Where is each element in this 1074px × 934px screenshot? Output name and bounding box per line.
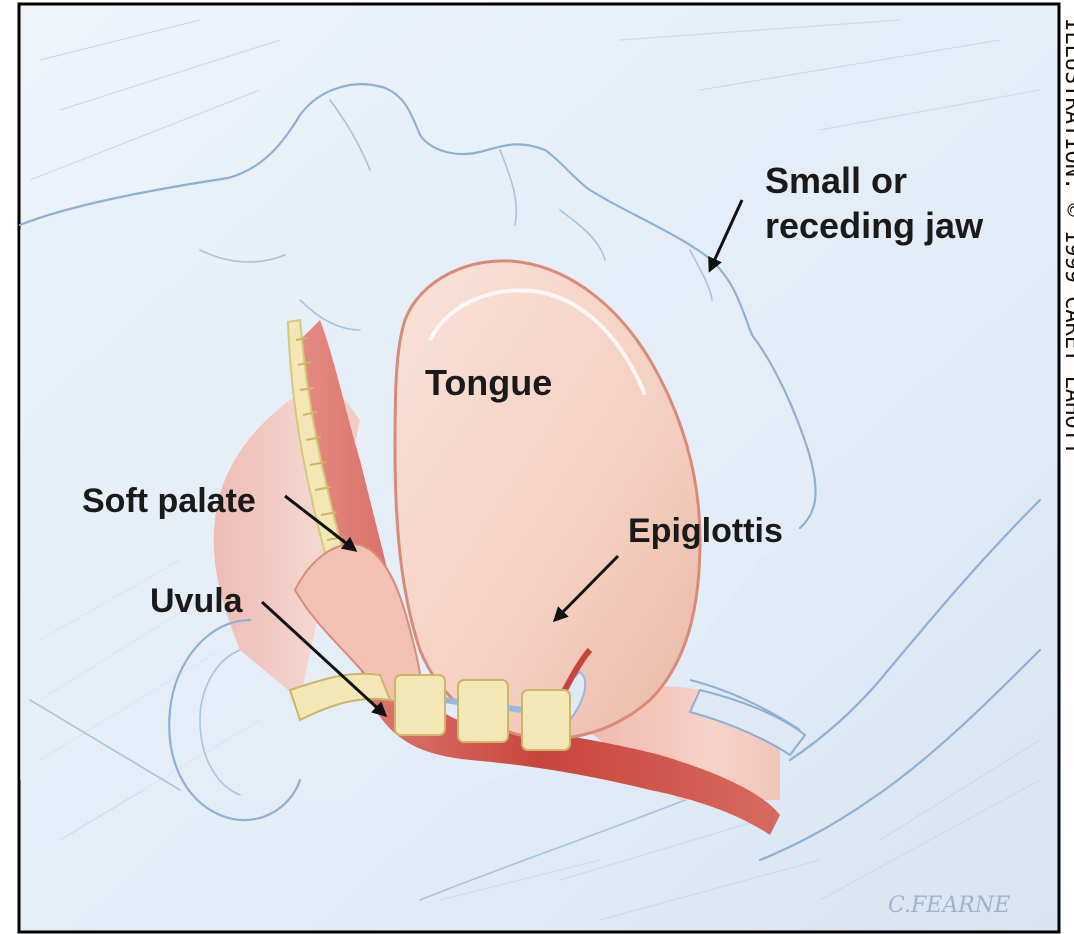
label-uvula: Uvula <box>150 582 244 620</box>
label-jaw-line2: receding jaw <box>765 205 984 246</box>
label-tongue: Tongue <box>425 362 552 403</box>
illustration-credit: ILLUSTRATION: © 1999 CAREY LAHOTT <box>1060 18 1074 455</box>
artist-signature: C.FEARNE <box>888 893 1010 918</box>
label-jaw-line1: Small or <box>765 160 907 201</box>
label-epiglottis: Epiglottis <box>628 512 783 550</box>
label-soft-palate: Soft palate <box>82 482 256 520</box>
